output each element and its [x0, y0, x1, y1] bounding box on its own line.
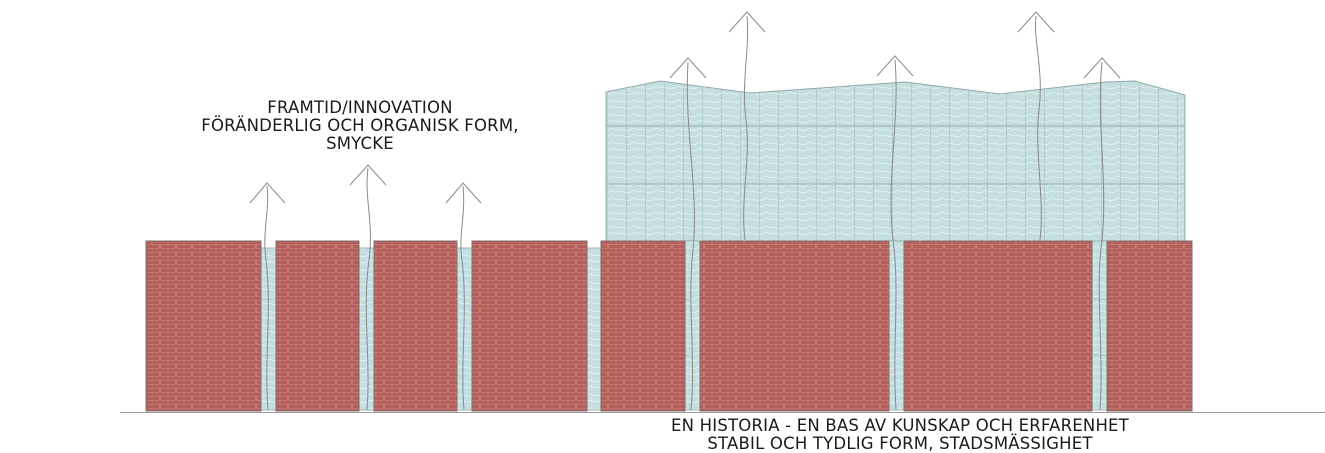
history-base-caption: EN HISTORIA - EN BAS AV KUNSKAP OCH ERFA…: [560, 417, 1240, 453]
caption-history-line2: STABIL OCH TYDLIG FORM, STADSMÄSSIGHET: [707, 434, 1093, 453]
arrow-up-icon: [1017, 11, 1055, 241]
glass-volume-upper: [605, 80, 1186, 242]
brick-block: [145, 240, 262, 412]
brick-block: [699, 240, 890, 412]
future-innovation-caption: FRAMTID/INNOVATION FÖRÄNDERLIG OCH ORGAN…: [150, 99, 570, 153]
brick-block: [903, 240, 1093, 412]
arrow-up-icon: [445, 182, 482, 411]
arrow-up-icon: [728, 11, 766, 241]
brick-block: [373, 240, 458, 412]
growth-arrows: [249, 11, 1121, 411]
arrow-up-icon: [1083, 57, 1121, 411]
caption-future-line3: SMYCKE: [326, 134, 394, 153]
arrow-up-icon: [349, 164, 387, 411]
glass-strip: [888, 240, 905, 411]
brick-block: [600, 240, 686, 412]
brick-blocks: [145, 240, 1193, 412]
glass-strip: [456, 247, 473, 411]
brick-block: [1106, 240, 1193, 412]
arrow-up-icon: [669, 57, 707, 411]
caption-history-line1: EN HISTORIA - EN BAS AV KUNSKAP OCH ERFA…: [671, 416, 1129, 435]
caption-future-line2: FÖRÄNDERLIG OCH ORGANISK FORM,: [201, 116, 519, 135]
arrow-up-icon: [876, 55, 914, 411]
glass-strip: [260, 247, 277, 411]
brick-block: [275, 240, 360, 412]
arrow-up-icon: [249, 182, 286, 411]
glass-strip: [586, 247, 602, 411]
brick-block: [471, 240, 588, 412]
caption-future-line1: FRAMTID/INNOVATION: [267, 98, 453, 117]
